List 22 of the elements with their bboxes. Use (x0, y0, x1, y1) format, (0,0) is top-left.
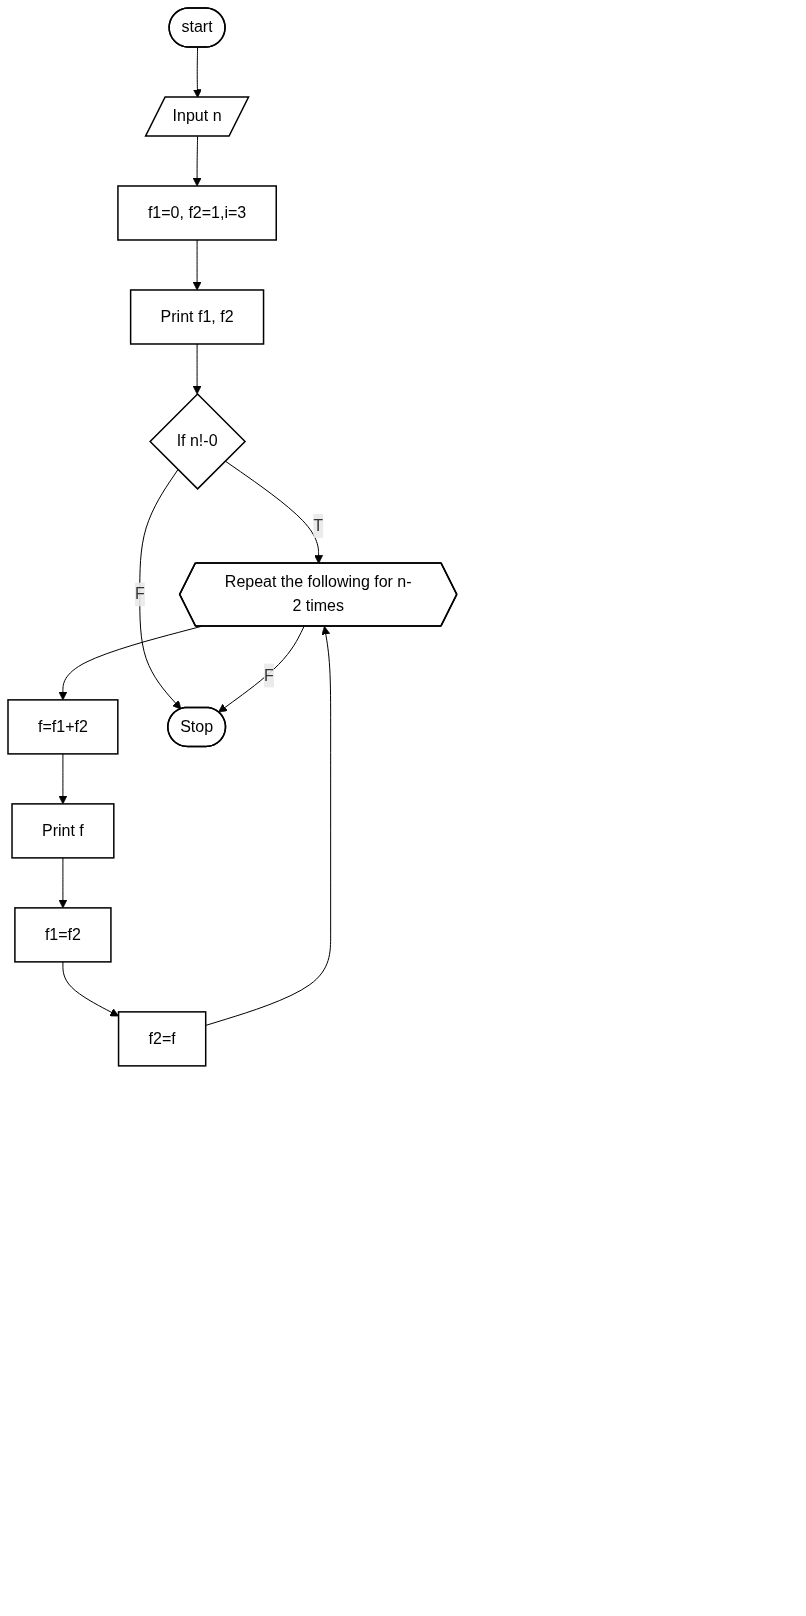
node-diamond: If n!-0 (149, 392, 247, 490)
arrow (192, 136, 202, 187)
edge-label: F (134, 585, 145, 603)
arrow (139, 469, 182, 710)
arrow (58, 625, 202, 701)
edge-label: T (313, 516, 324, 534)
node-box: Print f (11, 803, 115, 859)
node-box: Print f1, f2 (129, 289, 265, 345)
arrow (224, 460, 323, 564)
arrow (58, 857, 68, 909)
arrow (193, 47, 202, 98)
node-box: f=f1+f2 (7, 699, 119, 755)
edge-label: F (263, 666, 274, 684)
arrow (62, 961, 119, 1017)
arrow (218, 625, 305, 713)
node-box: f1=f2 (14, 907, 112, 963)
node-box: f1=0, f2=1,i=3 (117, 185, 277, 241)
arrow (192, 239, 202, 291)
arrow (205, 626, 332, 1026)
node-box: f2=f (117, 1011, 207, 1067)
arrow (58, 753, 68, 805)
arrow (192, 343, 202, 395)
